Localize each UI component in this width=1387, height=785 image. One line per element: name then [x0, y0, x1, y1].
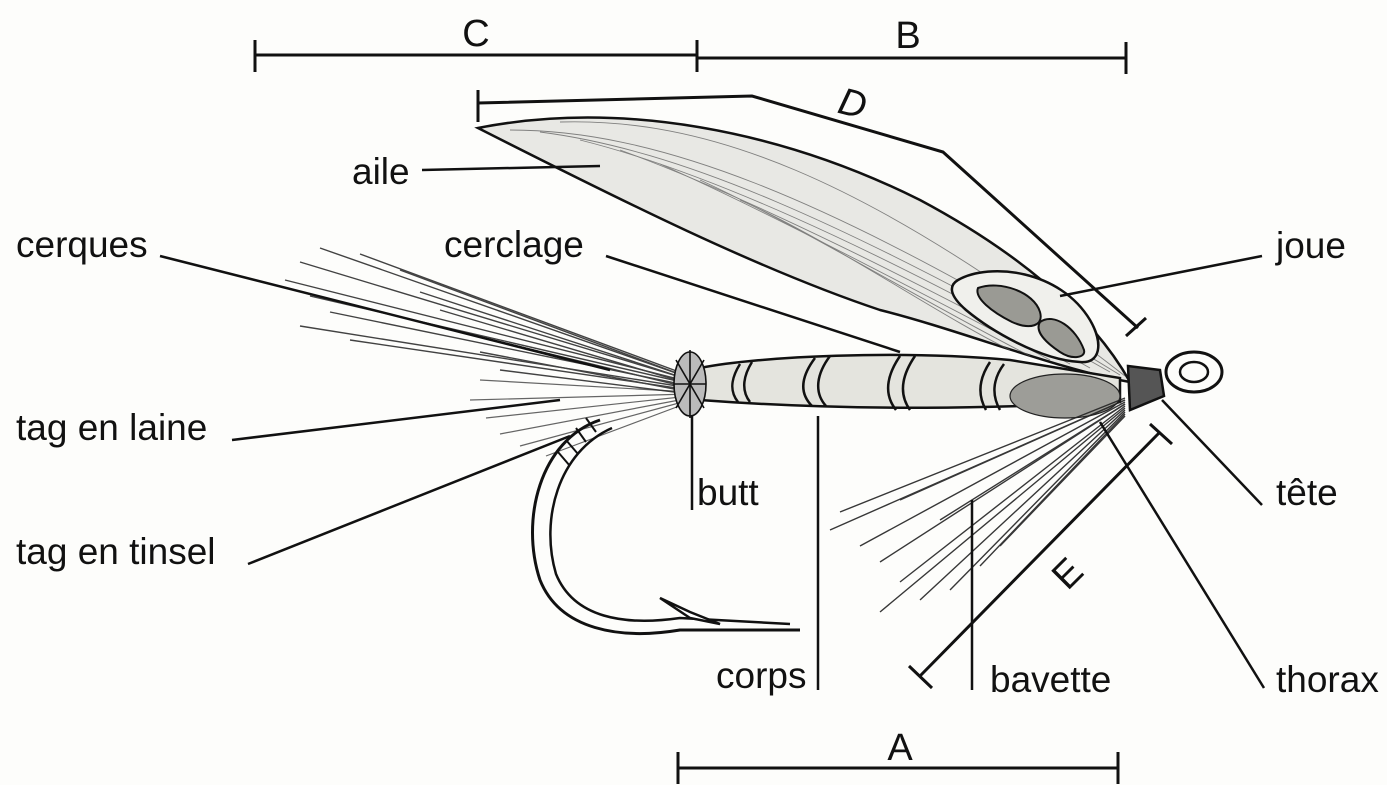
hook-eye-hole: [1180, 362, 1208, 382]
hook-inner: [550, 428, 790, 624]
label-bavette: bavette: [990, 659, 1111, 700]
label-corps: corps: [716, 655, 806, 696]
dimension-a-label: A: [887, 727, 913, 769]
label-butt: butt: [697, 472, 759, 513]
label-tete: tête: [1276, 472, 1338, 513]
dimension-b-label: B: [895, 15, 920, 57]
butt: [674, 350, 706, 418]
label-thorax: thorax: [1276, 659, 1379, 700]
label-cerques: cerques: [16, 224, 148, 265]
thorax: [1010, 374, 1120, 418]
dimension-e-label: E: [1044, 550, 1092, 598]
leader-lines: [160, 166, 1264, 690]
dimension-c-label: C: [462, 13, 489, 55]
tag-wool-fibres: [470, 380, 690, 456]
label-joue: joue: [1275, 225, 1346, 266]
head: [1128, 366, 1164, 410]
tail-fibres: [285, 248, 690, 394]
label-tag-en-tinsel: tag en tinsel: [16, 531, 216, 572]
label-cerclage: cerclage: [444, 224, 584, 265]
dimension-e: [909, 424, 1172, 688]
label-aile: aile: [352, 151, 410, 192]
dimension-d-label: D: [834, 80, 871, 127]
label-tag-en-laine: tag en laine: [16, 407, 207, 448]
